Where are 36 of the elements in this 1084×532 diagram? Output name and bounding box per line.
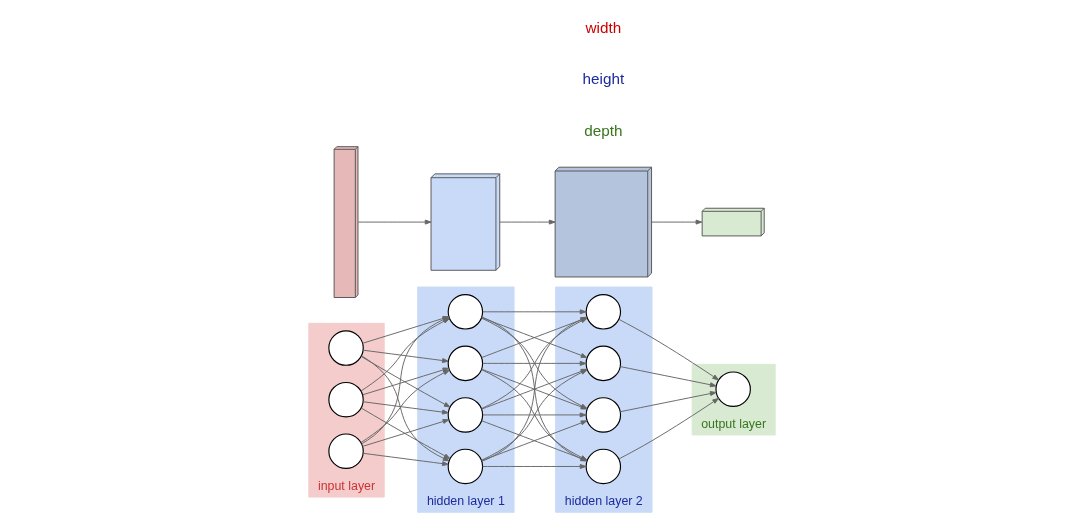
cluster: output layer [691,363,776,436]
node-circle [585,397,622,433]
arrow [482,464,587,469]
arrow [362,367,450,396]
node-circle [715,371,751,407]
node-circle [585,345,622,382]
node-circle [447,397,484,433]
arrow [619,366,717,388]
node-circle [447,294,484,330]
cluster: input layer [308,322,385,498]
cluster: hidden layer 1 [417,286,515,513]
arrow [618,397,719,460]
cluster: hidden layer 2 [555,286,653,513]
arrow [619,391,717,413]
node-circle [328,433,364,469]
label: width [585,18,622,36]
arrow [362,401,449,415]
node-circle [447,345,484,382]
arrow [482,412,587,418]
arrow [362,349,449,363]
arrow [482,309,587,315]
arrow [499,219,556,225]
arrow [362,419,450,447]
arrow [618,318,719,381]
node-circle [585,294,622,330]
arrow [360,369,450,444]
arrow [482,360,587,366]
arrow [651,219,703,225]
node-circle [328,381,364,418]
label: height [582,70,625,88]
node-circle [328,330,364,366]
arrow [360,356,451,408]
arrow [357,219,432,225]
label: depth [584,121,623,139]
node-circle [585,448,622,485]
node-circle [447,448,484,485]
